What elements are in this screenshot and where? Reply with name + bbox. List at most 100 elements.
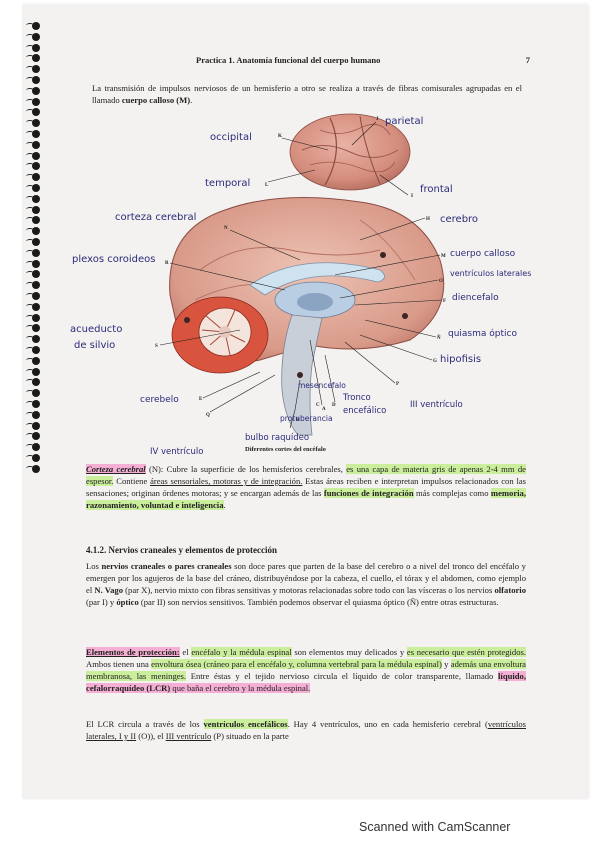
proteccion-paragraph: Elementos de protección: el encéfalo y l… bbox=[86, 646, 527, 694]
hw-acueducto: acueducto bbox=[70, 324, 122, 335]
label-d: D bbox=[332, 403, 336, 408]
corteza-g: más complejas como bbox=[413, 488, 491, 498]
scanner-footer bbox=[0, 800, 599, 848]
binding-hole bbox=[26, 292, 40, 300]
nervios-h: óptico bbox=[116, 597, 139, 607]
label-m: M bbox=[441, 254, 446, 259]
binding-hole bbox=[26, 421, 40, 430]
lcr-a: El LCR circula a través de los bbox=[86, 719, 204, 729]
hw-iv-ventriculo: IV ventrículo bbox=[150, 447, 203, 455]
binding-hole bbox=[26, 464, 40, 473]
binding-hole bbox=[26, 410, 40, 419]
spiral-binding bbox=[22, 4, 52, 474]
page-header: Practica 1. Anatomía funcional del cuerp… bbox=[100, 55, 530, 65]
corteza-f: funciones de integración bbox=[323, 488, 414, 498]
cerebellum bbox=[171, 296, 269, 374]
binding-hole bbox=[26, 356, 40, 365]
binding-hole bbox=[26, 151, 40, 160]
proteccion-term: Elementos de protección: bbox=[86, 647, 180, 657]
corteza-e: Estas áreas reciben e interpretan impuls… bbox=[86, 476, 526, 498]
binding-hole bbox=[26, 454, 40, 462]
corteza-d: áreas sensoriales, motoras y de integrac… bbox=[150, 476, 303, 486]
proteccion-d: es necesario que estén protegidos. bbox=[406, 647, 526, 657]
label-a: A bbox=[322, 407, 326, 412]
corteza-i: . bbox=[223, 500, 226, 510]
figure-caption: Diferentes cortes del encéfalo bbox=[245, 446, 326, 453]
pointer-lines bbox=[159, 121, 443, 429]
intro-bold: cuerpo calloso (M) bbox=[121, 95, 191, 105]
label-nn: Ñ bbox=[437, 335, 441, 341]
intro-text: La transmisión de impulsos nerviosos de … bbox=[92, 83, 522, 105]
proteccion-g: y bbox=[441, 659, 451, 669]
handwritten-labels: occipital parietal temporal frontal cort… bbox=[70, 116, 531, 455]
binding-hole bbox=[26, 205, 40, 214]
nervios-a: Los bbox=[86, 561, 102, 571]
label-c: C bbox=[316, 403, 320, 408]
binding-hole bbox=[26, 313, 40, 322]
binding-hole bbox=[26, 97, 40, 106]
nervios-b: nervios craneales o pares craneales bbox=[101, 561, 232, 571]
nervios-paragraph: Los nervios craneales o pares craneales … bbox=[86, 560, 526, 608]
label-f: F bbox=[443, 299, 446, 304]
hw-temporal: temporal bbox=[205, 178, 250, 189]
binding-hole bbox=[26, 270, 40, 279]
page-number: 7 bbox=[525, 55, 530, 65]
proteccion-b: encéfalo y la médula espinal bbox=[191, 647, 292, 657]
hw-occipital: occipital bbox=[210, 132, 252, 143]
lcr-c: . Hay 4 ventrículos, uno en cada hemisfe… bbox=[287, 719, 488, 729]
binding-hole bbox=[26, 227, 40, 236]
hw-corteza: corteza cerebral bbox=[115, 212, 196, 223]
label-g: G bbox=[433, 359, 437, 364]
hw-cuerpo-calloso: cuerpo calloso bbox=[450, 249, 516, 259]
label-n: N bbox=[224, 226, 228, 231]
hw-iii-ventriculo: III ventrículo bbox=[410, 400, 463, 410]
binding-hole bbox=[26, 130, 40, 138]
proteccion-e: Ambos tienen una bbox=[86, 659, 152, 669]
nervios-i: (par II) son nervios sensitivos. También… bbox=[138, 597, 499, 607]
lateral-brain bbox=[289, 113, 411, 191]
binding-hole bbox=[26, 238, 40, 246]
proteccion-a: el bbox=[179, 647, 192, 657]
binding-hole bbox=[26, 173, 40, 182]
label-r: R bbox=[165, 261, 169, 266]
corteza-a: (N): Cubre la superficie de los hemisfer… bbox=[145, 464, 347, 474]
sagittal-brain bbox=[169, 197, 445, 436]
binding-hole bbox=[26, 281, 40, 290]
label-s: S bbox=[155, 344, 158, 349]
lcr-e: (O)), el bbox=[136, 731, 166, 741]
binding-hole bbox=[26, 248, 40, 257]
corteza-c: Contiene bbox=[113, 476, 151, 486]
hw-bulbo: bulbo raquídeo bbox=[245, 433, 309, 443]
hw-cerebelo: cerebelo bbox=[140, 395, 179, 405]
binding-hole bbox=[26, 76, 40, 84]
section-heading: 4.1.2. Nervios craneales y elementos de … bbox=[86, 545, 278, 555]
binding-hole bbox=[26, 65, 40, 74]
hw-quiasma: quiasma óptico bbox=[448, 328, 517, 339]
nervios-f: olfatorio bbox=[494, 585, 526, 595]
binding-hole bbox=[26, 443, 40, 452]
binding-hole bbox=[26, 378, 40, 387]
proteccion-c: son elementos muy delicados y bbox=[291, 647, 407, 657]
hw-protuberancia: protuberancia bbox=[280, 414, 333, 423]
binding-hole bbox=[26, 432, 40, 441]
label-q: Q bbox=[206, 413, 210, 418]
binding-hole bbox=[26, 108, 40, 117]
label-b: B bbox=[296, 418, 300, 423]
binding-hole bbox=[26, 346, 40, 354]
proteccion-f: envoltura ósea (cráneo para el encéfalo … bbox=[151, 659, 442, 669]
binding-hole bbox=[26, 302, 40, 311]
header-title: Practica 1. Anatomía funcional del cuerp… bbox=[196, 55, 381, 65]
hw-hipofisis: hipofisis bbox=[440, 354, 481, 365]
label-p: P bbox=[396, 382, 399, 387]
label-l: L bbox=[265, 183, 269, 188]
proteccion-k: que baña el cerebro y la médula espinal. bbox=[170, 683, 311, 693]
binding-hole bbox=[26, 184, 40, 192]
binding-hole bbox=[26, 32, 40, 41]
letter-labels: K J L I N H R M O F S Ñ G E P A C D B Q bbox=[155, 117, 446, 423]
corteza-paragraph: Corteza cerebral (N): Cubre la superfici… bbox=[86, 463, 526, 511]
hw-frontal: frontal bbox=[420, 184, 453, 195]
label-j: J bbox=[376, 117, 379, 122]
hw-de-silvio: de silvio bbox=[74, 340, 115, 351]
binding-hole bbox=[26, 335, 40, 344]
binding-hole bbox=[26, 140, 40, 149]
